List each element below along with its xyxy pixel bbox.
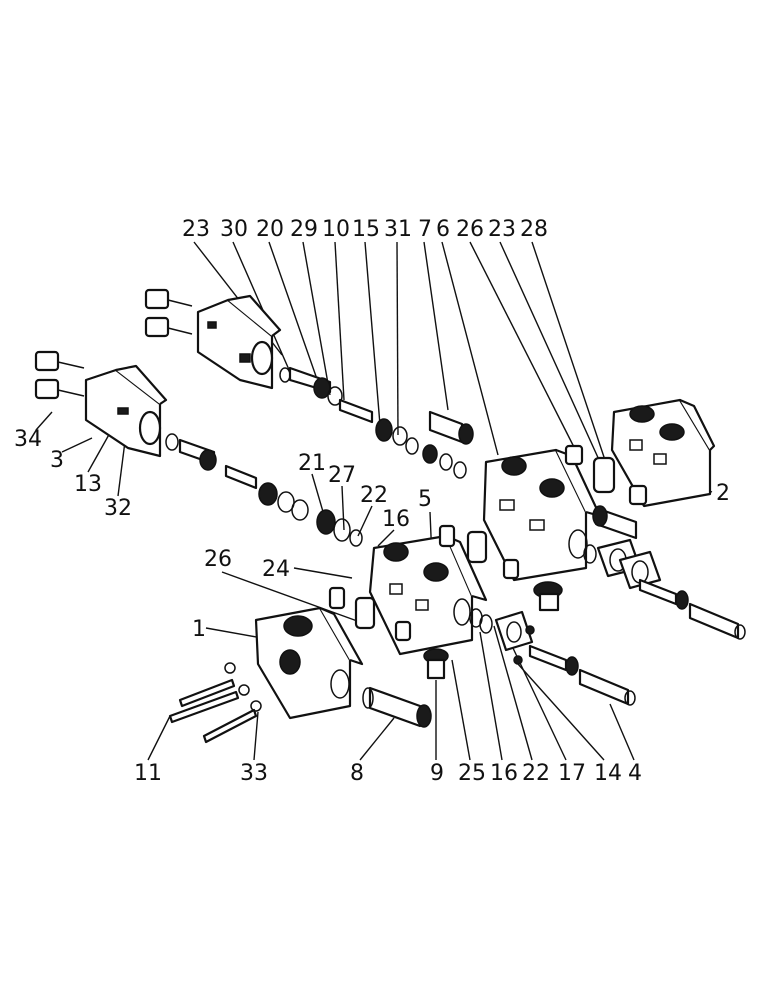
relief-cartridge [405, 410, 474, 479]
label-20: 20 [256, 217, 284, 242]
top-callout-labels: 23 30 20 29 10 15 31 7 6 26 23 28 [182, 217, 548, 242]
label-5: 5 [418, 487, 432, 512]
label-15: 15 [352, 217, 380, 242]
label-16-bottom: 16 [490, 761, 518, 786]
inlet-body [254, 606, 364, 720]
bottom-callout-labels: 11 33 8 9 25 16 22 17 14 4 [134, 761, 642, 786]
label-22-mid: 22 [360, 483, 388, 508]
flange-set [469, 608, 535, 665]
spool-lower [528, 644, 636, 706]
valve-section-6 [482, 448, 602, 582]
label-32: 32 [104, 496, 132, 521]
label-4: 4 [628, 761, 642, 786]
label-27: 27 [328, 463, 356, 488]
label-26-top: 26 [456, 217, 484, 242]
label-28: 28 [520, 217, 548, 242]
seal-set-lower [328, 524, 520, 642]
label-33: 33 [240, 761, 268, 786]
bolts-and-washers [168, 662, 262, 744]
left-callout-labels: 34 3 13 32 [14, 427, 132, 521]
label-23-top: 23 [182, 217, 210, 242]
label-14: 14 [594, 761, 622, 786]
label-11: 11 [134, 761, 162, 786]
cartridge-8 [362, 686, 432, 728]
label-26-low: 26 [204, 547, 232, 572]
spool-upper-right [638, 578, 746, 640]
label-2: 2 [716, 481, 730, 506]
label-7: 7 [418, 217, 432, 242]
label-22-bottom: 22 [522, 761, 550, 786]
label-21: 21 [298, 451, 326, 476]
label-29: 29 [290, 217, 318, 242]
seal-set-upper [564, 444, 648, 506]
upper-spool-assembly [279, 366, 408, 446]
label-16-mid: 16 [382, 507, 410, 532]
label-25: 25 [458, 761, 486, 786]
label-9: 9 [430, 761, 444, 786]
label-1: 1 [192, 617, 206, 642]
label-13: 13 [74, 472, 102, 497]
label-31: 31 [384, 217, 412, 242]
label-17: 17 [558, 761, 586, 786]
label-23-right: 23 [488, 217, 516, 242]
lower-left-callout-labels: 26 24 1 [192, 547, 290, 642]
label-24: 24 [262, 557, 290, 582]
label-34: 34 [14, 427, 42, 452]
plug-9 [423, 648, 449, 680]
middle-callout-labels: 21 27 22 16 5 [298, 451, 432, 532]
label-30: 30 [220, 217, 248, 242]
lower-spool-assembly [165, 433, 363, 547]
right-plug-and-flanges [533, 505, 662, 612]
label-8: 8 [350, 761, 364, 786]
label-3: 3 [50, 448, 64, 473]
label-6: 6 [436, 217, 450, 242]
lower-solenoid-actuator [34, 350, 168, 458]
label-10: 10 [322, 217, 350, 242]
end-cover [610, 398, 716, 508]
upper-solenoid-actuator [144, 288, 282, 390]
